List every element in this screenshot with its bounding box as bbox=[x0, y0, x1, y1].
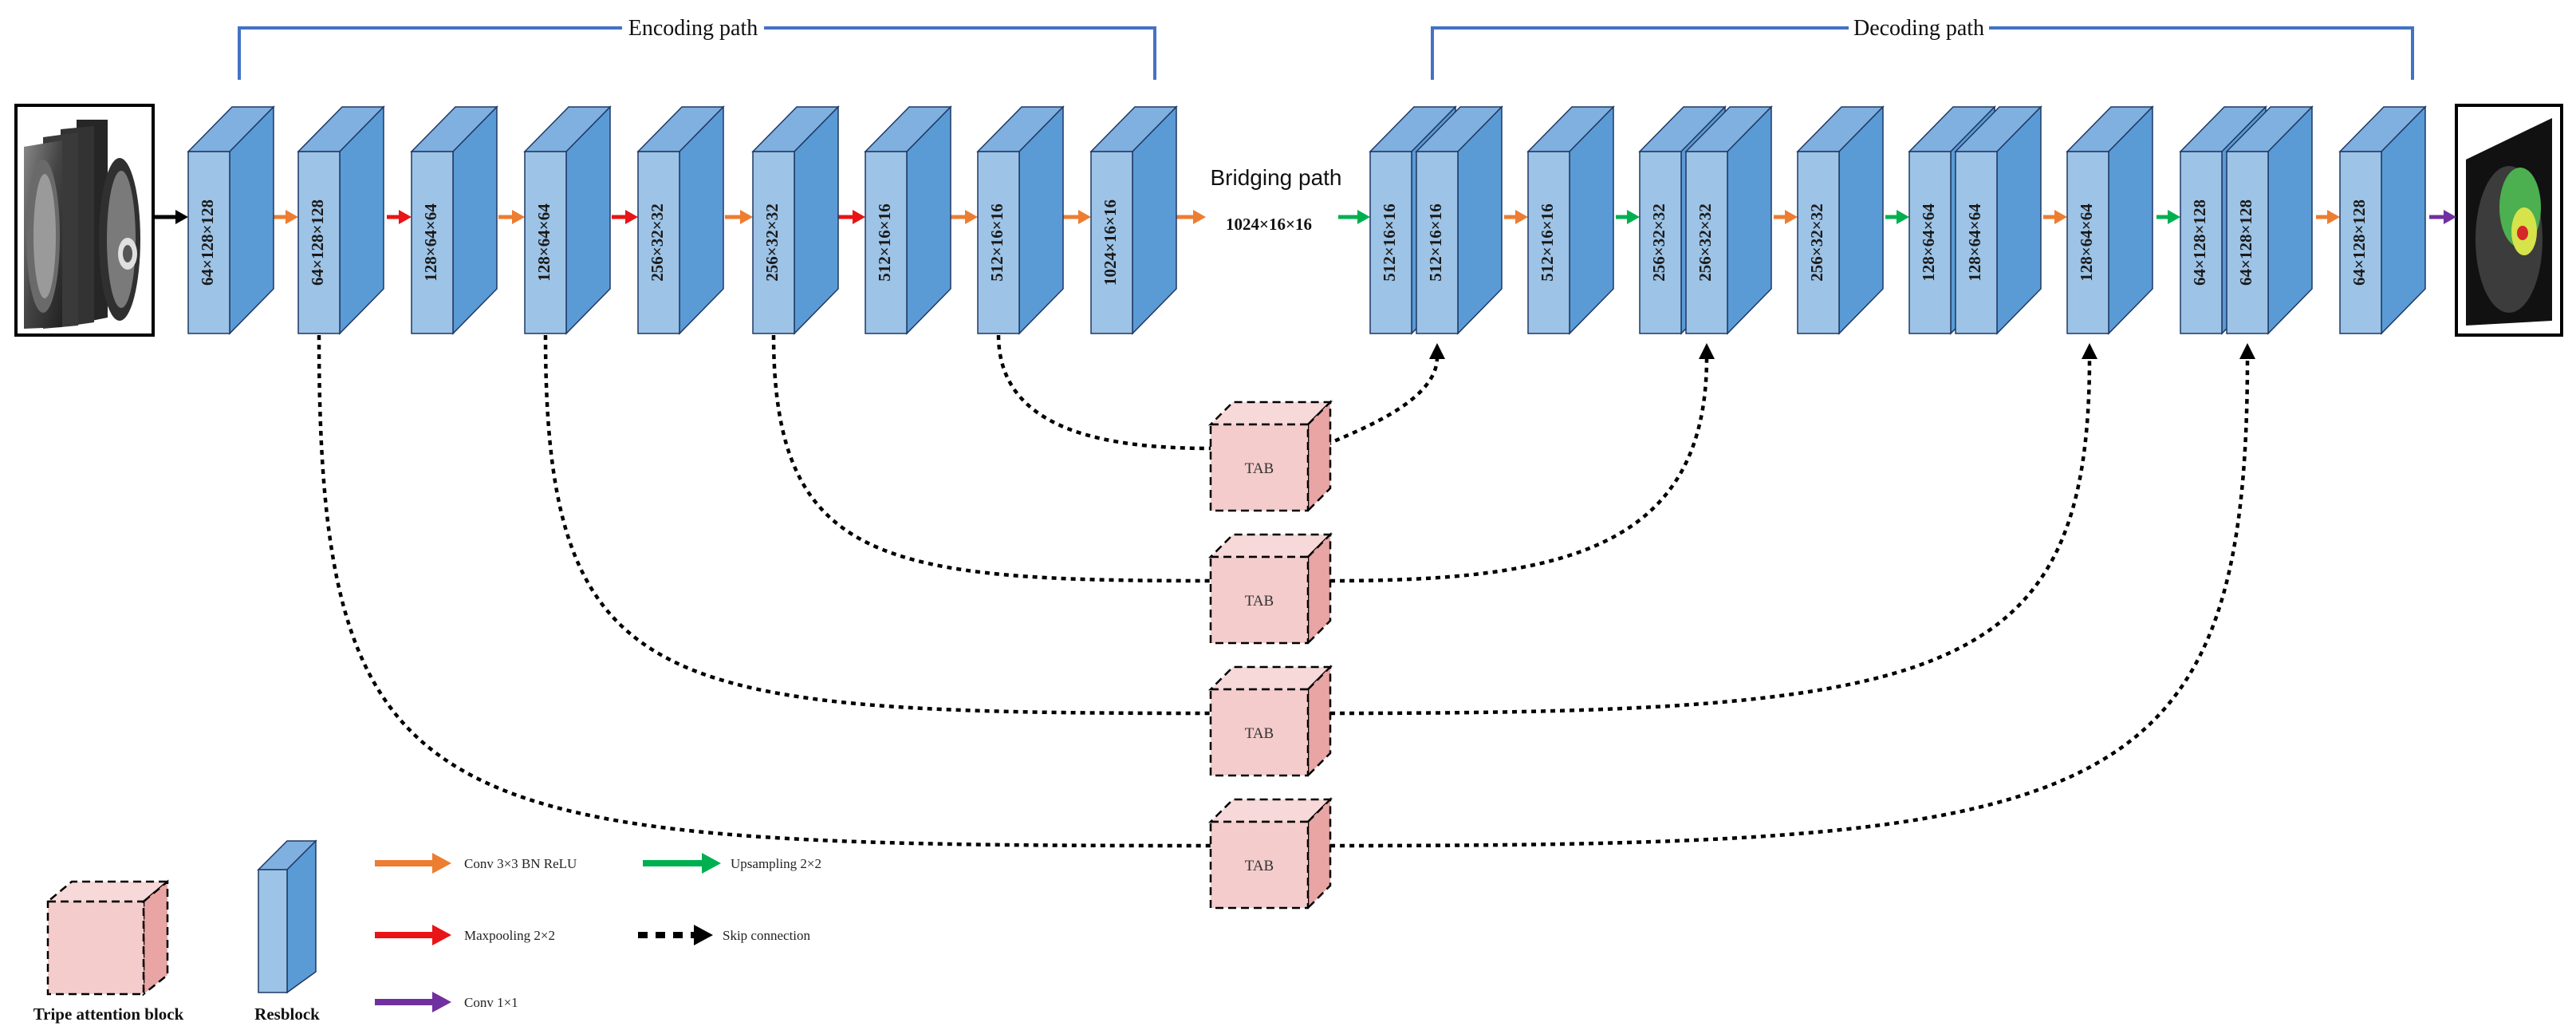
flow-arrow-7 bbox=[838, 210, 865, 224]
flow-arrows bbox=[153, 210, 2456, 224]
decoder-block-10-label: 64×128×128 bbox=[2190, 199, 2209, 286]
encoder-block-9: 1024×16×16 bbox=[1089, 105, 1178, 335]
decoder-block-9-label: 128×64×64 bbox=[2077, 203, 2096, 282]
flow-arrow-13 bbox=[1616, 210, 1640, 224]
skip-connection-1 bbox=[996, 334, 1445, 451]
encoder-block-4-label: 128×64×64 bbox=[534, 203, 553, 282]
flow-arrow-18 bbox=[2316, 210, 2340, 224]
encoder-block-3-label: 128×64×64 bbox=[421, 203, 440, 282]
flow-arrow-2 bbox=[274, 210, 298, 224]
tab-block-1: TAB bbox=[1207, 399, 1333, 514]
bridging-dimension-label: 1024×16×16 bbox=[1226, 215, 1312, 234]
legend-arrow-items bbox=[375, 853, 721, 1012]
legend-conv1-arrow bbox=[375, 992, 451, 1012]
skip-connections bbox=[317, 334, 2255, 848]
legend-resblock-label: Resblock bbox=[254, 1004, 320, 1024]
flow-arrow-6 bbox=[725, 210, 753, 224]
encoder-block-6: 256×32×32 bbox=[751, 105, 840, 335]
legend-maxpool-arrow bbox=[375, 925, 451, 945]
flow-arrow-16 bbox=[2043, 210, 2067, 224]
tab-block-1-label: TAB bbox=[1245, 460, 1274, 477]
decoder-block-5-label: 256×32×32 bbox=[1696, 203, 1715, 281]
encoder-block-2-label: 64×128×128 bbox=[308, 199, 327, 286]
encoder-block-1-label: 64×128×128 bbox=[198, 199, 217, 286]
decoder-block-3-label: 512×16×16 bbox=[1538, 203, 1557, 281]
decoder-block-2-label: 512×16×16 bbox=[1426, 203, 1445, 281]
tab-block-4: TAB bbox=[1207, 796, 1333, 911]
decoder-block-4-label: 256×32×32 bbox=[1649, 203, 1668, 281]
flow-arrow-8 bbox=[951, 210, 978, 224]
flow-arrow-4 bbox=[498, 210, 525, 224]
decoder-block-11: 64×128×128 bbox=[2225, 105, 2314, 335]
encoding-path-bracket: Encoding path bbox=[238, 14, 1156, 80]
legend-upsampling-arrow bbox=[643, 853, 721, 874]
decoder-block-8: 128×64×64 bbox=[1954, 105, 2042, 335]
flow-arrow-9 bbox=[1063, 210, 1091, 224]
skip-connection-2 bbox=[771, 334, 1715, 583]
decoder-block-9: 128×64×64 bbox=[2066, 105, 2154, 335]
tab-block-3: TAB bbox=[1207, 664, 1333, 779]
flow-arrow-14 bbox=[1774, 210, 1798, 224]
flow-arrow-19 bbox=[2429, 210, 2456, 224]
flow-arrow-1 bbox=[153, 210, 188, 224]
skip-connection-3 bbox=[543, 334, 2097, 716]
tab-block-2-label: TAB bbox=[1245, 593, 1274, 610]
flow-arrow-10 bbox=[1176, 210, 1206, 224]
decoder-block-8-label: 128×64×64 bbox=[1965, 203, 1984, 282]
flow-arrow-17 bbox=[2157, 210, 2180, 224]
decoder-block-2: 512×16×16 bbox=[1415, 105, 1503, 335]
legend-conv1-label: Conv 1×1 bbox=[464, 995, 518, 1010]
tab-block-3-label: TAB bbox=[1245, 725, 1274, 742]
encoder-block-8: 512×16×16 bbox=[976, 105, 1065, 335]
flow-arrow-3 bbox=[387, 210, 412, 224]
decoder-block-6: 256×32×32 bbox=[1796, 105, 1885, 335]
decoder-block-12: 64×128×128 bbox=[2338, 105, 2427, 335]
tab-block-2: TAB bbox=[1207, 531, 1333, 646]
decoder-block-7-label: 128×64×64 bbox=[1919, 203, 1938, 282]
legend: Tripe attention block Resblock Conv 3×3 … bbox=[33, 839, 821, 1024]
legend-skip-arrow bbox=[638, 925, 713, 945]
output-segmentation-image bbox=[2455, 104, 2563, 337]
bridging-path-label: Bridging path bbox=[1210, 165, 1341, 190]
decoder-block-11-label: 64×128×128 bbox=[2236, 199, 2255, 286]
encoder-block-5-label: 256×32×32 bbox=[648, 203, 667, 281]
tab-block-4-label: TAB bbox=[1245, 858, 1274, 874]
legend-conv3-arrow bbox=[375, 853, 451, 874]
encoder-block-7-label: 512×16×16 bbox=[875, 203, 894, 281]
decoder-block-6-label: 256×32×32 bbox=[1807, 203, 1826, 281]
flow-arrow-15 bbox=[1885, 210, 1909, 224]
encoder-block-8-label: 512×16×16 bbox=[987, 203, 1006, 281]
encoder-block-2: 64×128×128 bbox=[297, 105, 385, 335]
encoder-block-7: 512×16×16 bbox=[864, 105, 952, 335]
resblocks: 64×128×128 64×128×128 128×64×64 128×64×64 25… bbox=[187, 105, 2427, 335]
decoding-path-bracket: Decoding path bbox=[1431, 14, 2414, 80]
encoder-block-5: 256×32×32 bbox=[636, 105, 725, 335]
encoding-path-label: Encoding path bbox=[628, 16, 758, 41]
encoder-block-1: 64×128×128 bbox=[187, 105, 275, 335]
flow-arrow-12 bbox=[1504, 210, 1528, 224]
encoder-block-4: 128×64×64 bbox=[523, 105, 612, 335]
legend-skip-label: Skip connection bbox=[723, 928, 811, 943]
triple-attention-blocks: TAB TAB TAB TAB bbox=[1207, 399, 1333, 911]
decoder-block-5: 256×32×32 bbox=[1684, 105, 1773, 335]
decoding-path-label: Decoding path bbox=[1853, 16, 1984, 41]
input-mri-image bbox=[14, 104, 155, 337]
legend-tab-label: Tripe attention block bbox=[33, 1004, 184, 1024]
encoder-block-6-label: 256×32×32 bbox=[762, 203, 782, 281]
decoder-block-3: 512×16×16 bbox=[1526, 105, 1615, 335]
flow-arrow-11 bbox=[1338, 210, 1370, 224]
legend-conv3-label: Conv 3×3 BN ReLU bbox=[464, 856, 577, 871]
decoder-block-1-label: 512×16×16 bbox=[1380, 203, 1399, 281]
encoder-block-9-label: 1024×16×16 bbox=[1101, 199, 1120, 286]
legend-maxpool-label: Maxpooling 2×2 bbox=[464, 928, 555, 943]
skip-connection-4 bbox=[317, 334, 2255, 848]
legend-tab-item: Tripe attention block bbox=[33, 879, 184, 1024]
legend-upsampling-label: Upsampling 2×2 bbox=[731, 856, 821, 871]
decoder-block-12-label: 64×128×128 bbox=[2350, 199, 2369, 286]
encoder-block-3: 128×64×64 bbox=[410, 105, 498, 335]
flow-arrow-5 bbox=[612, 210, 638, 224]
legend-resblock-item: Resblock bbox=[254, 839, 320, 1024]
